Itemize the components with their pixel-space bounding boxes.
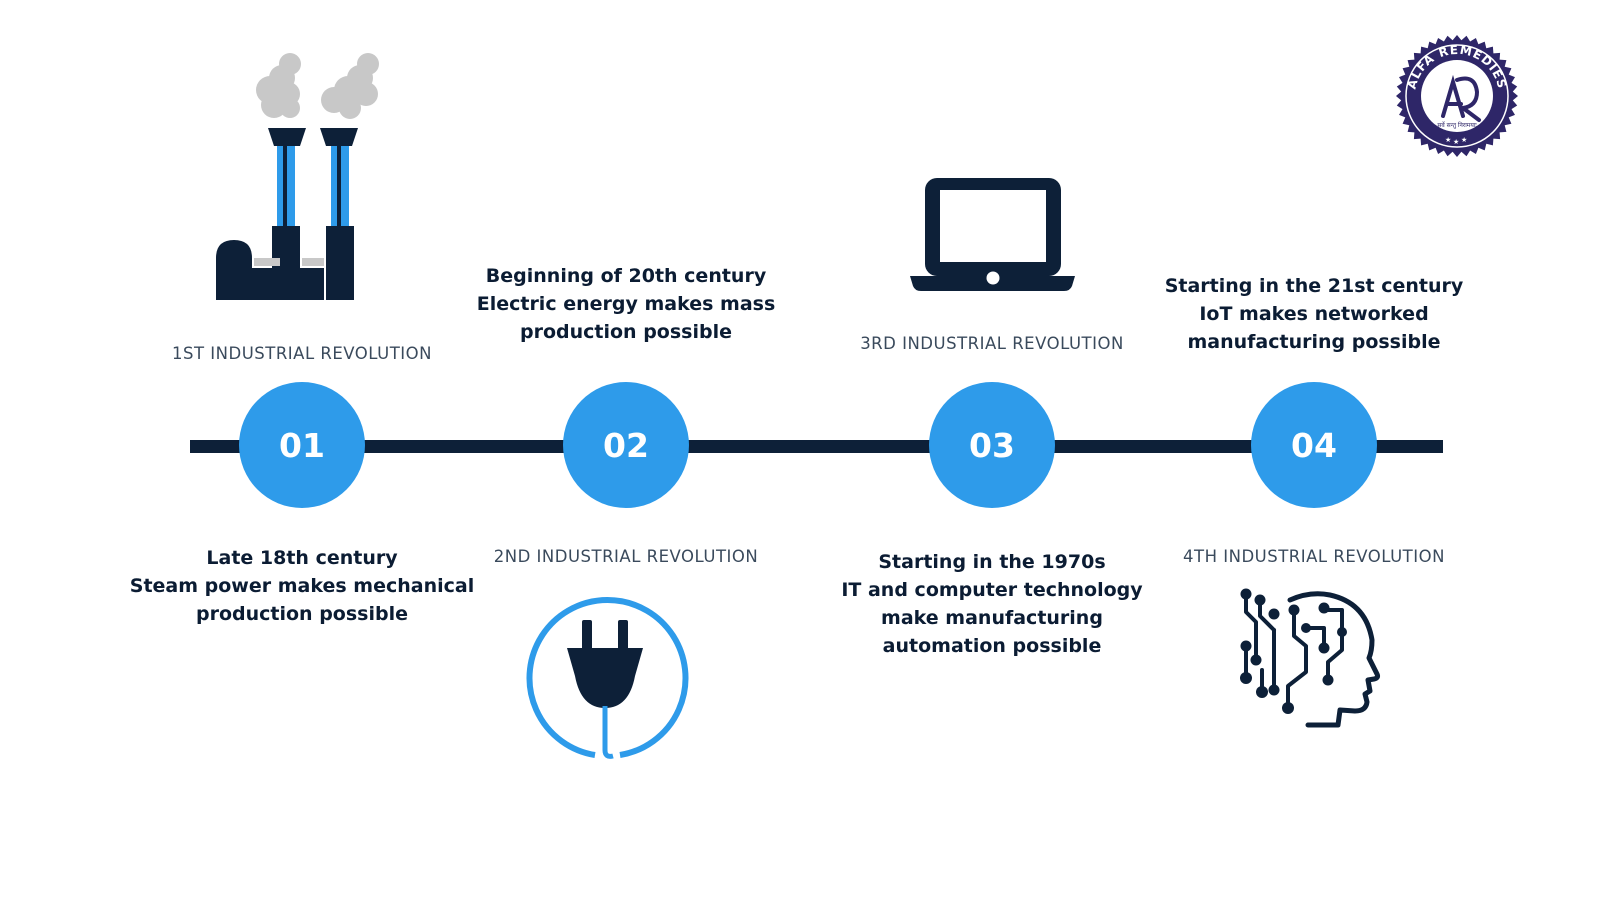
badge-bottom-text: सर्वे सन्तु निरामयाः xyxy=(1437,121,1477,129)
caption-line: IT and computer technology xyxy=(841,579,1143,601)
stage-caption-2: Beginning of 20th century Electric energ… xyxy=(446,262,806,346)
caption-line: Electric energy makes mass xyxy=(476,293,776,315)
caption-line: Late 18th century xyxy=(206,547,398,569)
stage-node-04: 04 xyxy=(1251,382,1377,508)
stage-number: 03 xyxy=(969,425,1015,465)
stage-label-3: 3RD INDUSTRIAL REVOLUTION xyxy=(860,334,1124,353)
laptop-icon xyxy=(910,178,1075,291)
stage-caption-1: Late 18th century Steam power makes mech… xyxy=(122,544,482,628)
factory-icon xyxy=(216,53,379,300)
stage-node-01: 01 xyxy=(239,382,365,508)
caption-line: Steam power makes mechanical xyxy=(129,575,475,597)
stage-label-2: 2ND INDUSTRIAL REVOLUTION xyxy=(493,547,759,566)
caption-line: Beginning of 20th century xyxy=(485,265,767,287)
stage-number: 04 xyxy=(1291,425,1337,465)
ai-head-icon xyxy=(1240,588,1381,728)
star-icon: ★ xyxy=(1453,138,1459,146)
star-icon: ★ xyxy=(1445,136,1451,144)
stage-label-4: 4TH INDUSTRIAL REVOLUTION xyxy=(1183,547,1445,566)
caption-line: Starting in the 1970s xyxy=(878,551,1106,573)
brand-badge: ALFA REMEDIES सर्वे सन्तु निरामयाः ★ ★ ★ xyxy=(1396,35,1518,157)
stage-caption-3: Starting in the 1970s IT and computer te… xyxy=(812,548,1172,660)
caption-line: manufacturing possible xyxy=(1187,331,1441,353)
caption-line: automation possible xyxy=(882,635,1102,657)
stage-caption-4: Starting in the 21st century IoT makes n… xyxy=(1134,272,1494,356)
caption-line: make manufacturing xyxy=(881,607,1103,629)
stage-node-02: 02 xyxy=(563,382,689,508)
badge-logo-mark xyxy=(1441,74,1481,122)
star-icon: ★ xyxy=(1461,136,1467,144)
timeline-line xyxy=(190,440,1443,453)
caption-line: production possible xyxy=(520,321,732,343)
caption-line: production possible xyxy=(196,603,408,625)
stage-number: 01 xyxy=(279,425,325,465)
stage-label-1: 1ST INDUSTRIAL REVOLUTION xyxy=(172,344,432,363)
stage-number: 02 xyxy=(603,425,649,465)
stage-node-03: 03 xyxy=(929,382,1055,508)
plug-icon xyxy=(526,597,689,759)
caption-line: IoT makes networked xyxy=(1199,303,1429,325)
caption-line: Starting in the 21st century xyxy=(1164,275,1464,297)
